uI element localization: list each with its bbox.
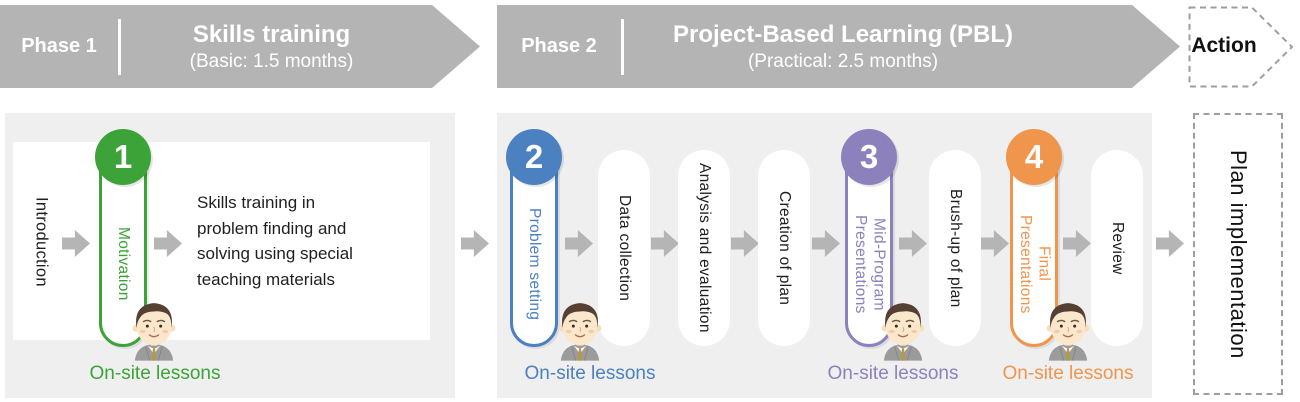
onsite-lessons-label: On-site lessons [89,363,221,384]
step-number: 1 [113,138,133,175]
pill-label: Review [1109,221,1127,275]
plan-implementation-box: Plan implementation [1193,113,1283,395]
step-pill-problem-setting: Problem setting 2 [506,129,562,347]
pill-label: Analysis and evaluation [696,163,714,333]
divider [118,19,121,75]
phase1-panel: Introduction Motivation 1 Skills trainin… [5,113,455,398]
flow-arrow-icon [731,230,759,257]
flow-pill-analysis-evaluation: Analysis and evaluation [678,150,730,346]
phase1-header-band: Phase 1 Skills training (Basic: 1.5 mont… [0,5,480,88]
step-pill-mid-program-presentations: Mid-Program Presentations 3 [841,129,897,347]
phase2-title: Project-Based Learning (PBL) [672,20,1014,48]
flow-arrow-icon [565,230,593,257]
step-label: Motivation [115,227,133,301]
flow-pill-creation-of-plan: Creation of plan [758,150,810,346]
phase1-title: Skills training [192,20,351,48]
step-number-badge: 3 [841,129,897,185]
phase1-subtitle: (Basic: 1.5 months) [189,50,354,72]
pill-label: Brush-up of plan [947,188,965,308]
skills-training-description: Skills training in problem finding and s… [197,193,353,289]
phase2-titles: Project-Based Learning (PBL) (Practical:… [624,20,1180,74]
step-label: Final Presentations [1017,214,1053,314]
introduction-step: Introduction [20,187,62,297]
phase2-header-band: Phase 2 Project-Based Learning (PBL) (Pr… [497,5,1180,88]
onsite-lessons-label: On-site lessons [1002,363,1134,384]
flow-pill-review: Review [1091,150,1143,346]
step-number-badge: 2 [506,129,562,185]
flow-arrow-icon [899,230,927,257]
step-pill-final-presentations: Final Presentations 4 [1006,129,1062,347]
action-dashed-shape [1188,6,1294,88]
teacher-avatar-icon [555,295,605,363]
pill-label: Creation of plan [776,190,794,306]
flow-pill-data-collection: Data collection [598,150,650,346]
flow-arrow-icon [1063,230,1091,257]
step-label: Mid-Program Presentations [852,214,888,314]
flow-pill-brush-up-of-plan: Brush-up of plan [929,150,981,346]
step-label: Problem setting [526,207,544,321]
phase2-subtitle: (Practical: 2.5 months) [747,50,939,72]
phase2-panel: Problem setting 2 Data collection Analys… [497,113,1152,398]
step-number-badge: 1 [95,129,151,185]
plan-implementation-label: Plan implementation [1225,149,1251,359]
introduction-label: Introduction [32,197,51,287]
phase1-label: Phase 1 [21,35,97,57]
pill-label: Data collection [616,194,634,302]
flow-arrow-icon [1156,230,1184,257]
phase2-label: Phase 2 [521,35,597,57]
action-label: Action [1191,34,1257,57]
flow-arrow-icon [981,230,1009,257]
flow-arrow-icon [461,230,489,257]
phase1-titles: Skills training (Basic: 1.5 months) [121,20,480,74]
step-number-badge: 4 [1006,129,1062,185]
teacher-avatar-icon [1043,295,1093,363]
step-number: 3 [859,138,879,175]
onsite-lessons-label: On-site lessons [827,363,959,384]
step-number: 2 [524,138,544,175]
step-number: 4 [1024,138,1044,175]
onsite-lessons-label: On-site lessons [524,363,656,384]
flow-arrow-icon [812,230,840,257]
flow-arrow-icon [651,230,679,257]
teacher-avatar-icon [878,295,928,363]
teacher-avatar-icon [129,295,179,363]
divider [621,19,624,75]
